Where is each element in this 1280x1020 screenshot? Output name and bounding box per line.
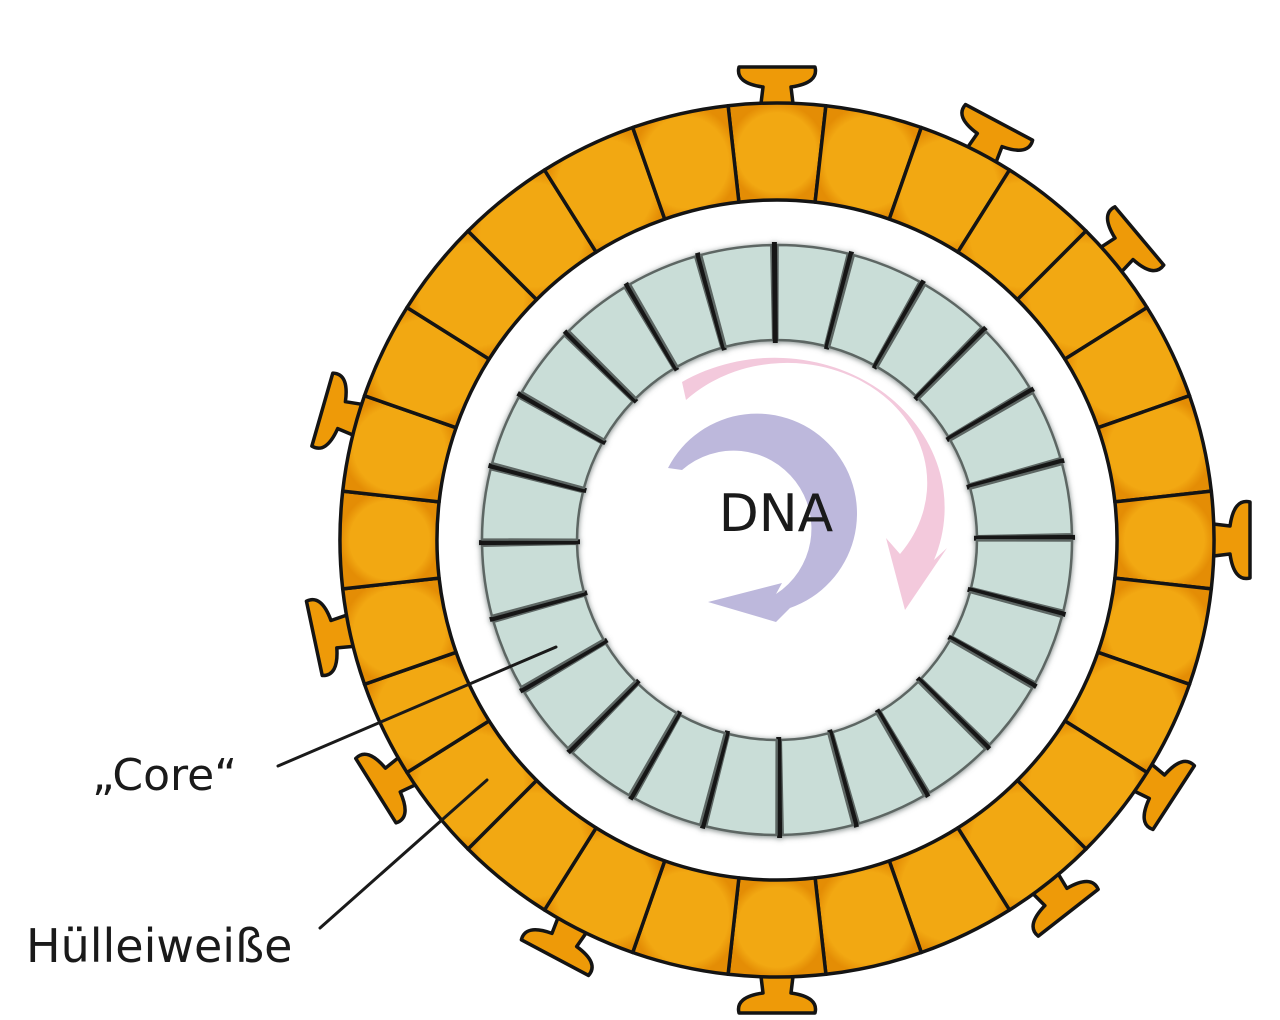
core-divider xyxy=(489,590,588,623)
core-divider xyxy=(487,462,587,494)
core-divider xyxy=(966,457,1065,490)
core-ring xyxy=(478,241,1076,839)
core-divider xyxy=(516,391,607,446)
leader-lines xyxy=(276,645,558,930)
core-divider xyxy=(823,250,855,350)
core-divider xyxy=(562,329,639,404)
core-divider xyxy=(947,634,1038,689)
core-divider xyxy=(945,386,1036,443)
core-divider xyxy=(967,586,1067,618)
envelope-segment xyxy=(726,876,828,979)
purple-circular-arrow xyxy=(668,413,857,622)
spike xyxy=(736,65,818,122)
envelope-protein-ring xyxy=(338,101,1216,979)
core-divider xyxy=(913,325,988,402)
core-divider xyxy=(871,279,926,370)
core-divider xyxy=(874,708,931,799)
core-leader-line xyxy=(276,645,558,768)
core-divider xyxy=(776,736,783,839)
envelope-protein-label: Hülleiweiße xyxy=(26,919,292,973)
pink-circular-arrow xyxy=(682,357,947,610)
core-divider xyxy=(518,637,609,694)
spike xyxy=(1195,499,1252,581)
core-divider xyxy=(827,729,860,828)
core-label: „Core“ xyxy=(92,750,237,801)
dna-rotation-arrows xyxy=(668,357,947,622)
core-divider xyxy=(694,252,727,351)
envelope-leader-line xyxy=(318,778,489,930)
envelope-segment xyxy=(726,101,828,204)
core-divider xyxy=(623,281,680,372)
core-divider xyxy=(915,676,992,751)
envelope-segment xyxy=(338,489,441,591)
core-divider xyxy=(771,241,778,344)
dna-label: DNA xyxy=(719,484,834,544)
core-divider xyxy=(628,710,683,801)
spike xyxy=(736,958,818,1015)
core-divider xyxy=(699,730,731,830)
core-divider xyxy=(478,539,581,546)
envelope-segment xyxy=(1113,489,1216,591)
envelope-segment xyxy=(630,103,741,221)
core-divider xyxy=(566,678,641,755)
core-divider xyxy=(973,534,1076,541)
